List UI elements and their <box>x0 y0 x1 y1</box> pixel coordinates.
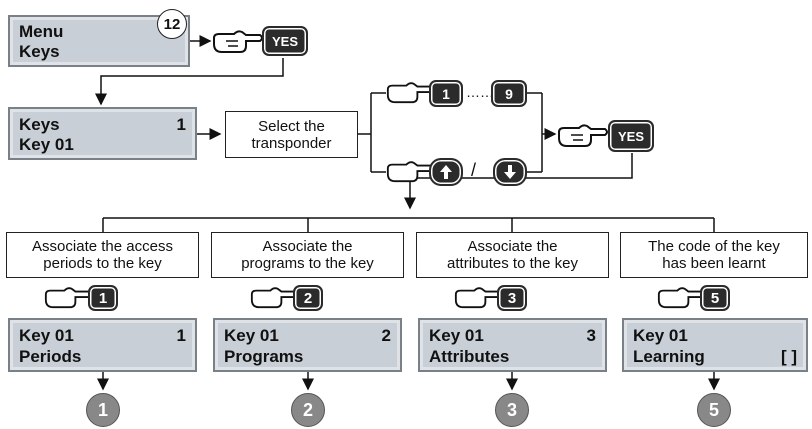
lcd-line2: Periods <box>19 347 82 366</box>
pointing-hand-icon <box>44 287 92 309</box>
lcd-line2: Programs <box>224 347 304 366</box>
key-label: 5 <box>710 289 720 307</box>
pointing-hand-icon <box>250 287 298 309</box>
key-1: 1 <box>429 80 463 107</box>
key-label: 3 <box>507 289 517 307</box>
key-label: 1 <box>98 289 108 307</box>
option-label-attributes: Associate the attributes to the key <box>416 232 609 278</box>
arrow-separator: / <box>471 160 477 180</box>
select-transponder-box: Select the transponder <box>225 111 358 158</box>
pointing-hand-icon <box>386 161 434 183</box>
lcd-line2: Learning <box>633 347 705 366</box>
lcd-index: 1 <box>176 115 186 134</box>
lcd-line1: Key 01 <box>633 326 688 345</box>
lcd-keys-key01: Keys Key 01 1 <box>8 107 197 160</box>
lcd-line2: Keys <box>19 42 60 61</box>
option-label-learnt: The code of the key has been learnt <box>620 232 808 278</box>
lcd-line2: Key 01 <box>19 135 74 154</box>
pointing-hand-icon <box>386 82 434 104</box>
yes-key-label: YES <box>617 128 644 144</box>
pointing-hand-icon <box>454 287 502 309</box>
lcd-line1: Key 01 <box>224 326 279 345</box>
lcd-line1: Keys <box>19 115 60 134</box>
lcd-line1: Key 01 <box>19 326 74 345</box>
arrow-down-icon <box>504 165 516 179</box>
key-1: 1 <box>88 285 118 311</box>
key-5: 5 <box>700 285 730 311</box>
lcd-key01-programs: Key 01 Programs 2 <box>213 318 402 372</box>
lcd-line2: Attributes <box>429 347 510 366</box>
pointing-hand-icon <box>558 124 608 147</box>
yes-key: YES <box>608 120 654 152</box>
pointing-hand-icon <box>657 287 705 309</box>
step-circle-2: 2 <box>291 393 325 427</box>
lcd-line1: Menu <box>19 22 64 41</box>
lcd-index: 1 <box>176 326 186 345</box>
step-circle-5: 5 <box>697 393 731 427</box>
arrow-up-icon <box>440 165 452 179</box>
lcd-key01-periods: Key 01 Periods 1 <box>8 318 197 372</box>
range-dots: …… <box>466 84 494 100</box>
key-2: 2 <box>293 285 323 311</box>
option-label-programs: Associate the programs to the key <box>211 232 404 278</box>
down-arrow-key <box>493 158 527 186</box>
pointing-hand-icon <box>213 30 263 53</box>
yes-key-label: YES <box>271 33 298 49</box>
key-3: 3 <box>497 285 527 311</box>
lcd-checkbox: [ ] <box>780 347 797 366</box>
step-badge: 12 <box>157 9 187 39</box>
lcd-line1: Key 01 <box>429 326 484 345</box>
step-circle-3: 3 <box>495 393 529 427</box>
lcd-index: 2 <box>381 326 391 345</box>
yes-key: YES <box>262 26 308 56</box>
lcd-key01-attributes: Key 01 Attributes 3 <box>418 318 607 372</box>
step-circle-1: 1 <box>86 393 120 427</box>
key-label: 2 <box>303 289 313 307</box>
lcd-index: 3 <box>586 326 596 345</box>
up-arrow-key <box>429 158 463 186</box>
key-9-label: 9 <box>505 85 513 102</box>
key-1-label: 1 <box>442 85 450 102</box>
lcd-key01-learning: Key 01 Learning [ ] <box>622 318 808 372</box>
option-label-periods: Associate the access periods to the key <box>6 232 199 278</box>
key-9: 9 <box>491 80 527 107</box>
